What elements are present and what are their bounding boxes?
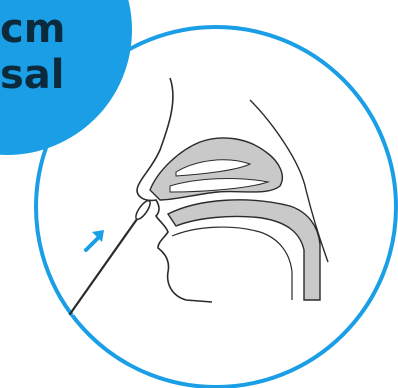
badge-line-2: sal bbox=[0, 52, 65, 98]
badge-text: cm sal bbox=[0, 6, 65, 98]
badge-line-1: cm bbox=[0, 6, 65, 52]
